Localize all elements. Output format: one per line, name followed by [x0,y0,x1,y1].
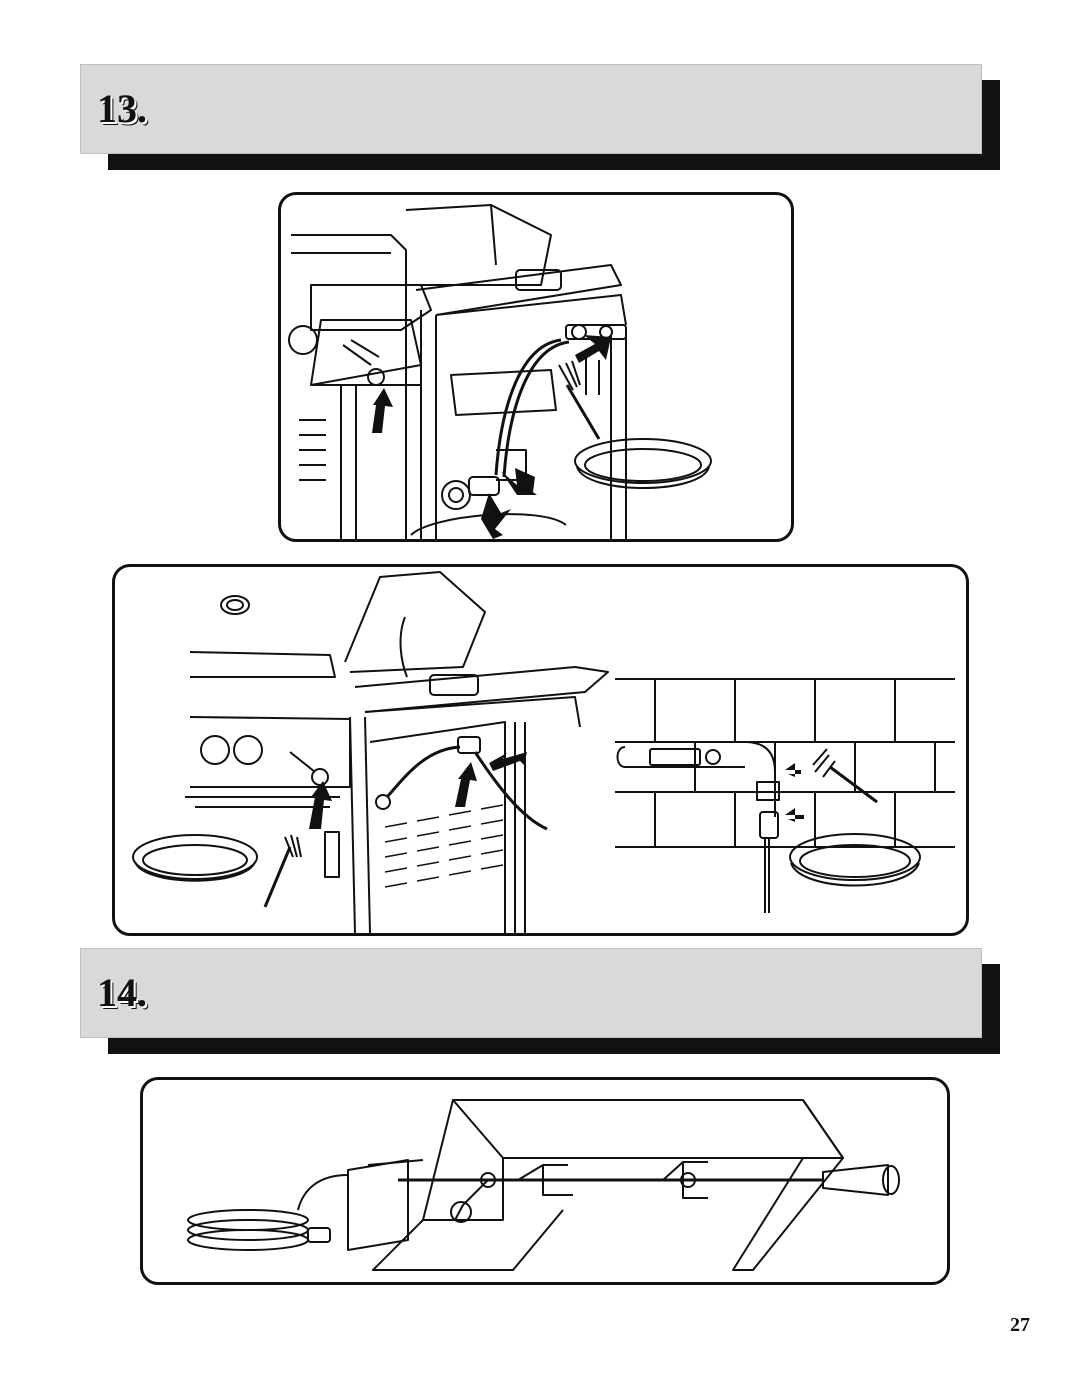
rotisserie-illustration-panel [140,1077,950,1285]
grill-regulator-illustration [132,571,955,933]
header-bar: 14. [80,948,982,1038]
page-number: 27 [1010,1314,1030,1336]
grill-regulator-illustration-panel [112,564,969,936]
step-number: 14. [97,970,147,1015]
step-number: 13. [97,86,147,131]
step-14-header: 14. [80,948,1000,1054]
grill-hose-illustration-panel [278,192,794,542]
grill-hose-illustration [288,204,712,539]
step-13-header: 13. [80,64,1000,170]
rotisserie-illustration [187,1099,900,1271]
header-bar: 13. [80,64,982,154]
